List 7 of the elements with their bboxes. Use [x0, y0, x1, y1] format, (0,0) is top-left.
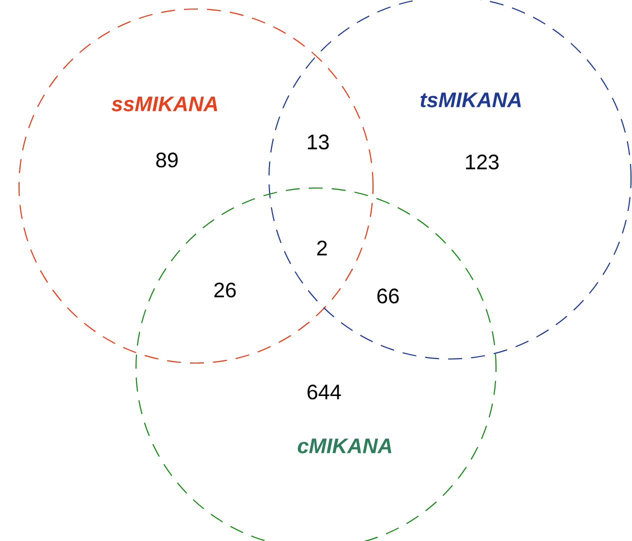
count-label: 26: [214, 282, 236, 298]
count-label: 66: [377, 288, 399, 304]
count-label: 2: [317, 240, 327, 256]
count-label: 644: [308, 384, 341, 400]
count-label: 89: [156, 152, 178, 168]
count-label: 123: [466, 154, 499, 170]
count-label: 13: [308, 134, 329, 150]
